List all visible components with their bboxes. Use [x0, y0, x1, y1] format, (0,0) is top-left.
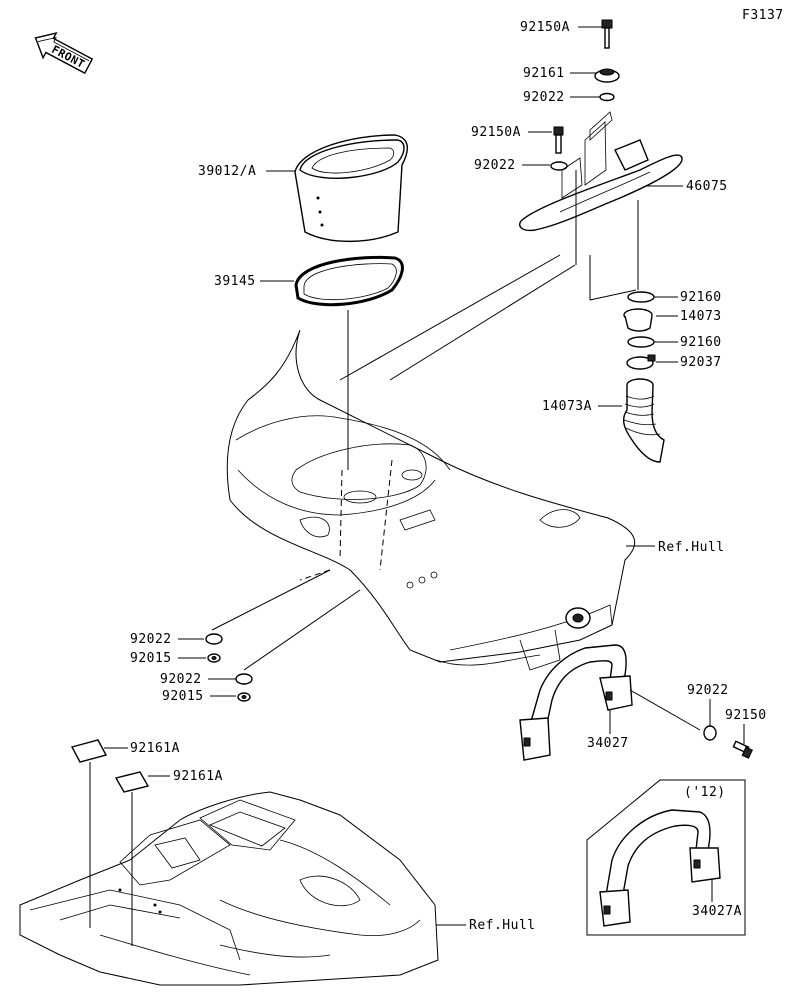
callout-92160-a[interactable]: 92160 [654, 290, 722, 305]
callout-39012a[interactable]: 39012/A [198, 164, 298, 179]
bolt-92150a-top[interactable] [601, 19, 613, 49]
washer-92022-left-b[interactable] [235, 673, 253, 685]
svg-text:39012/A: 39012/A [198, 164, 256, 179]
svg-text:14073A: 14073A [542, 399, 592, 414]
callout-92022-left-a[interactable]: 92022 [130, 632, 204, 647]
svg-text:92037: 92037 [680, 355, 722, 370]
callout-46075[interactable]: 46075 [644, 179, 728, 194]
tow-handle-34027[interactable] [519, 644, 701, 761]
clamp-92160-b[interactable] [627, 336, 655, 348]
callout-ref-hull-lower[interactable]: Ref.Hull [436, 918, 536, 933]
svg-text:Ref.Hull: Ref.Hull [469, 918, 536, 933]
svg-text:92022: 92022 [160, 672, 202, 687]
decal-92161a-a[interactable] [70, 739, 108, 928]
callout-92015-left-a[interactable]: 92015 [130, 651, 206, 666]
callout-92015-left-b[interactable]: 92015 [162, 689, 236, 704]
callout-92150a-mid[interactable]: 92150A [471, 125, 552, 140]
washer-92022-left-a[interactable] [205, 633, 223, 645]
svg-text:92015: 92015 [130, 651, 172, 666]
diagram-code: F3137 [742, 8, 784, 23]
svg-text:34027A: 34027A [692, 904, 742, 919]
svg-text:92022: 92022 [130, 632, 172, 647]
svg-text:92160: 92160 [680, 290, 722, 305]
svg-text:92150: 92150 [725, 708, 767, 723]
callout-92161a-b[interactable]: 92161A [148, 769, 223, 784]
callout-92150a-top[interactable]: 92150A [520, 20, 602, 35]
bellows-hose-14073a[interactable] [622, 378, 665, 463]
bolt-92150[interactable] [732, 740, 753, 759]
storage-cup-39012a[interactable] [294, 134, 408, 243]
callout-year-12: ('12) [684, 785, 726, 800]
svg-text:92150A: 92150A [520, 20, 570, 35]
decal-92161a-b[interactable] [114, 771, 150, 946]
callout-92022-top[interactable]: 92022 [523, 90, 600, 105]
front-arrow-icon: FRONT [34, 32, 94, 75]
nut-92015-left-a[interactable] [207, 653, 221, 663]
callout-92037[interactable]: 92037 [656, 355, 722, 370]
svg-text:46075: 46075 [686, 179, 728, 194]
tow-handle-34027a[interactable] [599, 809, 721, 927]
variant-inset-box [586, 779, 746, 936]
gasket-39145[interactable] [294, 255, 404, 307]
callout-92022-left-b[interactable]: 92022 [160, 672, 236, 687]
svg-text:34027: 34027 [587, 736, 629, 751]
washer-92022-top[interactable] [599, 92, 615, 102]
washer-92022-mid[interactable] [550, 161, 568, 171]
callout-92022-right[interactable]: 92022 [687, 683, 729, 726]
callout-92161[interactable]: 92161 [523, 66, 598, 81]
svg-text:Ref.Hull: Ref.Hull [658, 540, 725, 555]
svg-text:92150A: 92150A [471, 125, 521, 140]
svg-text:92161A: 92161A [173, 769, 223, 784]
svg-text:92161: 92161 [523, 66, 565, 81]
svg-text:92015: 92015 [162, 689, 204, 704]
grab-handle-46075[interactable] [518, 139, 683, 232]
svg-text:92022: 92022 [523, 90, 565, 105]
svg-text:92022: 92022 [474, 158, 516, 173]
callout-14073[interactable]: 14073 [656, 309, 722, 324]
svg-text:14073: 14073 [680, 309, 722, 324]
callout-92150[interactable]: 92150 [725, 708, 767, 744]
callout-14073a[interactable]: 14073A [542, 399, 622, 414]
svg-text:92161A: 92161A [130, 741, 180, 756]
washer-92022-right[interactable] [703, 725, 717, 741]
clamp-92160-a[interactable] [627, 291, 655, 303]
hull-lower [19, 791, 439, 986]
callout-92022-mid[interactable]: 92022 [474, 158, 550, 173]
hose-fitting-14073[interactable] [623, 308, 653, 332]
callout-92161a-a[interactable]: 92161A [104, 741, 180, 756]
callout-ref-hull-upper[interactable]: Ref.Hull [626, 540, 725, 555]
svg-text:39145: 39145 [214, 274, 256, 289]
grommet-92161[interactable] [594, 68, 620, 83]
callout-39145[interactable]: 39145 [214, 274, 294, 289]
bolt-92150a-mid[interactable] [553, 126, 564, 154]
callout-34027a[interactable]: 34027A [692, 878, 742, 919]
callout-92160-b[interactable]: 92160 [654, 335, 722, 350]
clamp-92037[interactable] [626, 354, 656, 370]
svg-text:('12): ('12) [684, 785, 726, 800]
svg-text:92160: 92160 [680, 335, 722, 350]
nut-92015-left-b[interactable] [237, 692, 251, 702]
hull-upper [226, 329, 636, 671]
svg-text:92022: 92022 [687, 683, 729, 698]
